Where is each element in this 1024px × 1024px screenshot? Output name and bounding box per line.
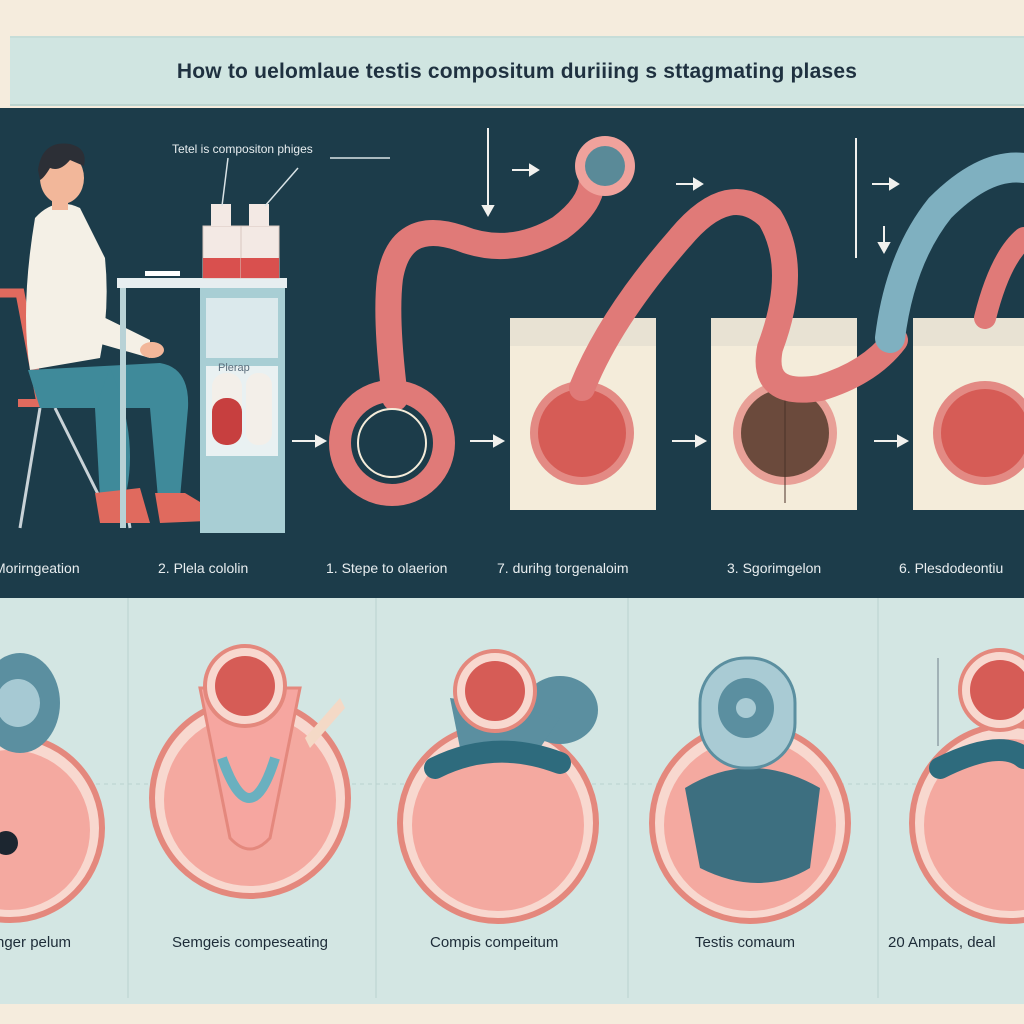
step-caption-3: 1. Stepe to olaerion bbox=[326, 560, 448, 576]
seated-person-figure bbox=[26, 143, 230, 523]
step-caption-5: 3. Sgorimgelon bbox=[727, 560, 822, 576]
flask-label: Plerap bbox=[218, 362, 250, 374]
process-illustration bbox=[0, 128, 1024, 533]
step-caption-1: Morirngeation bbox=[0, 560, 80, 576]
cross-section-3 bbox=[397, 649, 599, 924]
process-panel bbox=[0, 108, 1024, 598]
red-tubule bbox=[329, 136, 908, 506]
tissue-samples bbox=[530, 381, 1024, 503]
stage-detail-panel bbox=[0, 598, 1024, 1004]
cross-section-1 bbox=[0, 653, 105, 923]
flow-arrows bbox=[292, 128, 910, 448]
stage-label-3: Compis compeitum bbox=[430, 934, 559, 951]
cross-section-5 bbox=[909, 648, 1024, 924]
page-title: How to uelomlaue testis compositum durii… bbox=[176, 60, 858, 83]
stage-detail-illustration bbox=[0, 598, 1024, 998]
step-caption-4: 7. durihg torgenaloim bbox=[497, 560, 629, 576]
cross-section-4 bbox=[649, 656, 851, 924]
stage-label-5: 20 Ampats, deal bbox=[888, 934, 996, 951]
stage-label-4: Testis comaum bbox=[695, 934, 796, 951]
sample-bottles bbox=[202, 157, 390, 279]
cross-section-2 bbox=[149, 644, 351, 899]
title-banner: How to uelomlaue testis compositum durii… bbox=[10, 36, 1024, 106]
blue-tubule bbox=[875, 152, 1024, 353]
callout-label: Tetel is compositon phiges bbox=[172, 142, 313, 156]
step-caption-2: 2. Plela cololin bbox=[158, 560, 249, 576]
test-tubes bbox=[212, 373, 272, 445]
stage-label-2: Semgeis compeseating bbox=[172, 934, 328, 951]
step-caption-6: 6. Plesdodeontiu bbox=[899, 560, 1004, 576]
stage-label-1: nger pelum bbox=[0, 934, 72, 951]
